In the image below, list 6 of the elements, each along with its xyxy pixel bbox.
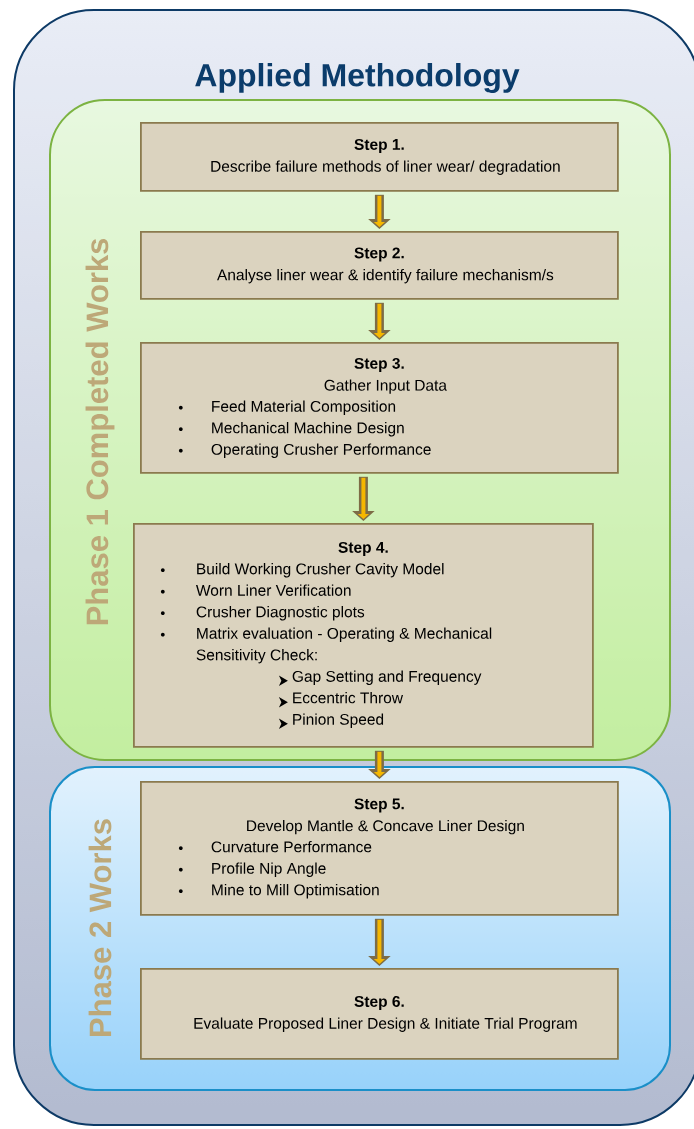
step-box: Step 4. Build Working Crusher Cavity Model Worn Liner Verification Crusher Diagnostic plots Matrix evaluation - Operating & Mechanical Sensitivity Check: Gap Setting and Frequency Eccentric Throw Pinion Speed [133, 523, 594, 748]
step-box: Step 3. Gather Input Data Feed Material Composition Mechanical Machine Design Operating Crusher Performance [140, 342, 619, 474]
step-box: Step 2. Analyse liner wear & identify failure mechanism/s [140, 231, 619, 300]
step-box: Step 5. Develop Mantle & Concave Liner Design Curvature Performance Profile Nip Angle Mine to Mill Optimisation [140, 781, 619, 916]
step-box: Step 6. Evaluate Proposed Liner Design & Initiate Trial Program [140, 968, 619, 1060]
step-box: Step 1. Describe failure methods of liner wear/ degradation [140, 122, 619, 192]
